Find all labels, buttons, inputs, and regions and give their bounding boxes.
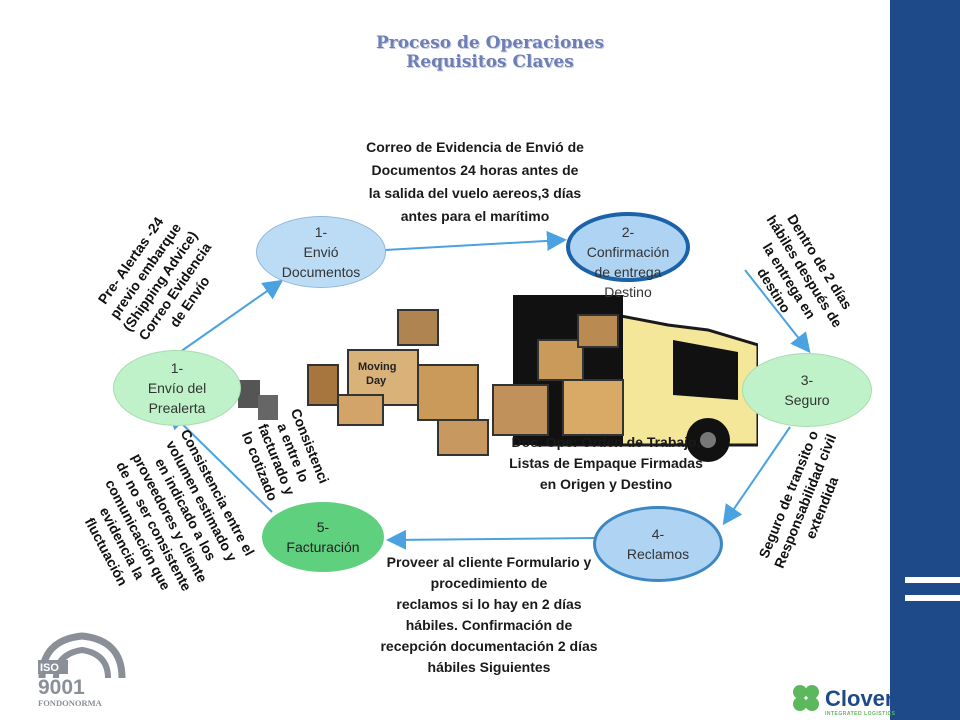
iso-prefix: ISO — [40, 662, 59, 674]
note-line: antes para el marítimo — [400, 208, 550, 224]
note-line: la salida del vuelo aereos,3 días — [368, 185, 582, 201]
clover-name: Clover — [825, 686, 894, 711]
arrow-reclamos-to-facturacion — [386, 529, 596, 550]
node-label: Confirmación — [586, 244, 670, 260]
node-facturacion: 5- Facturación — [262, 502, 384, 572]
node-number: 1- — [314, 224, 328, 240]
note-line: reclamos si lo hay en 2 días — [396, 596, 582, 612]
node-number: 1- — [170, 360, 184, 376]
clover-leaf-icon — [793, 685, 819, 711]
note-line: procedimiento de — [430, 575, 548, 591]
iso-org: FONDONORMA — [38, 698, 103, 708]
node-label: Envío del — [147, 380, 207, 396]
note-line: Doc. Ope: Orden de Trabajo, — [511, 434, 701, 450]
node-label: Destino — [604, 284, 652, 300]
node-number: 3- — [800, 372, 814, 388]
node-envio-documentos: 1- Envió Documentos — [256, 216, 386, 288]
arrow-envio-to-confirmacion — [384, 230, 567, 251]
iso-number: 9001 — [38, 676, 85, 699]
box-label-day: Day — [366, 375, 387, 387]
arrow-facturacion-to-prealerta — [167, 409, 273, 513]
sidebar-stripe — [905, 577, 960, 583]
node-label: Envió — [303, 244, 339, 260]
right-sidebar-band — [890, 0, 960, 720]
note-line: recepción documentación 2 días — [380, 638, 598, 654]
note-line: hábiles. Confirmación de — [405, 617, 573, 633]
note-line: Proveer al cliente Formulario y — [386, 554, 592, 570]
note-line: Documentos 24 horas antes de — [371, 162, 579, 178]
note-line: Correo de Evidencia de Envió de — [366, 139, 584, 155]
arrow-seguro-to-reclamos — [722, 426, 791, 526]
clover-wordmark: Clover INTEGRATED LOGISTICS — [825, 686, 895, 717]
node-label: Reclamos — [626, 546, 690, 562]
node-label: Prealerta — [148, 400, 206, 416]
node-reclamos: 4- Reclamos — [593, 506, 723, 582]
title-line-2: Requisitos Claves — [406, 52, 574, 72]
box-label-moving: Moving — [358, 361, 397, 373]
clover-tagline: INTEGRATED LOGISTICS — [825, 711, 896, 717]
note-line: en Origen y Destino — [539, 476, 673, 492]
node-number: 5- — [316, 519, 330, 535]
note-line: Listas de Empaque Firmadas — [509, 455, 703, 471]
iso-9001-logo: ISO 9001 FONDONORMA — [38, 632, 126, 708]
node-label: de entrega — [594, 264, 662, 280]
arrow-prealerta-to-envio — [179, 279, 284, 353]
arrow-confirmacion-to-seguro — [744, 269, 811, 354]
node-label: Facturación — [286, 539, 360, 555]
boxes-icon: Moving Day — [238, 309, 624, 456]
node-label: Documentos — [281, 264, 361, 280]
page-title: Proceso de Operaciones Requisitos Claves — [330, 34, 650, 72]
sidebar-stripe — [905, 595, 960, 601]
cycle-arrows — [167, 230, 811, 550]
node-label: Seguro — [784, 392, 830, 408]
node-envio-prealerta: 1- Envío del Prealerta — [113, 350, 241, 426]
title-line-1: Proceso de Operaciones — [375, 33, 605, 53]
note-reclamos-procedimiento: Proveer al cliente Formulario y procedim… — [358, 552, 620, 678]
note-line: hábiles Siguientes — [427, 659, 551, 675]
node-number: 4- — [651, 526, 665, 542]
moving-day-illustration: Moving Day — [238, 295, 758, 462]
node-seguro: 3- Seguro — [742, 353, 872, 427]
node-confirmacion-entrega: 2- Confirmación de entrega Destino — [566, 212, 690, 300]
note-doc-ope: Doc. Ope: Orden de Trabajo, Listas de Em… — [478, 432, 734, 495]
node-number: 2- — [621, 224, 635, 240]
note-correo-evidencia: Correo de Evidencia de Envió de Document… — [330, 136, 620, 228]
